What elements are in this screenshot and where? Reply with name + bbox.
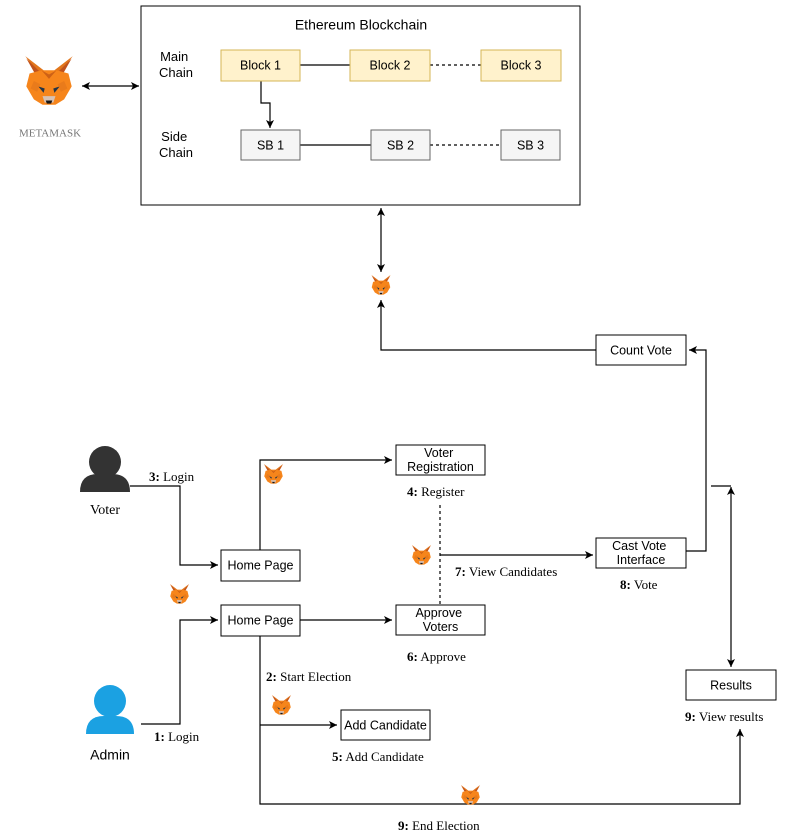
svg-text:Cast Vote Interface: Cast Vote Interface [612, 539, 670, 567]
admin-to-homepage-arrow [141, 616, 218, 725]
svg-text:Approve Voters: Approve Voters [415, 606, 465, 634]
svg-text:Block 2: Block 2 [370, 58, 411, 72]
svg-text:SB 3: SB 3 [517, 138, 544, 152]
svg-text:Voter Registration: Voter Registration [407, 446, 474, 474]
step-1-login: 1: Login [154, 729, 200, 744]
block-3: Block 3 [480, 49, 562, 82]
sidechain-block-1: SB 1 [240, 129, 301, 161]
step-9-view-results: 9: View results [685, 709, 763, 724]
step-2-start-election: 2: Start Election [266, 669, 352, 684]
step-9-end-election: 9: End Election [398, 818, 480, 833]
metamask-fox-icon [25, 56, 73, 105]
metamask-fox-icon [271, 694, 292, 715]
metamask-fox-icon [411, 544, 432, 565]
svg-text:Home Page: Home Page [227, 558, 293, 572]
sidechain-block-2: SB 2 [370, 129, 431, 161]
step-4-register: 4: Register [407, 484, 465, 499]
metamask-fox-icon [371, 274, 391, 295]
block-2: Block 2 [349, 49, 431, 82]
step-3-login: 3: Login [149, 469, 195, 484]
blockchain-frame [140, 5, 581, 206]
admin-label: Admin [90, 747, 130, 763]
home-page-admin-box[interactable]: Home Page [220, 604, 301, 637]
block-1: Block 1 [220, 49, 301, 82]
svg-text:Results: Results [710, 678, 752, 692]
svg-text:Block 1: Block 1 [240, 58, 281, 72]
svg-text:Add Candidate: Add Candidate [344, 718, 427, 732]
voter-to-homepage-arrow [130, 485, 218, 569]
svg-text:Count Vote: Count Vote [610, 343, 672, 357]
blockchain-title: Ethereum Blockchain [295, 17, 427, 33]
count-vote-box[interactable]: Count Vote [595, 334, 687, 366]
countvote-to-fox-arrow [377, 300, 596, 351]
homepage-vertical-line [259, 636, 744, 805]
metamask-fox-icon [263, 463, 284, 484]
step-8-vote: 8: Vote [620, 577, 658, 592]
home-page-voter-box[interactable]: Home Page [220, 549, 301, 582]
results-box[interactable]: Results [685, 669, 777, 701]
svg-text:SB 1: SB 1 [257, 138, 284, 152]
metamask-label: METAMASK [19, 128, 81, 140]
add-candidate-box[interactable]: Add Candidate [340, 709, 431, 741]
cast-vote-interface-box[interactable]: Cast Vote Interface [595, 537, 687, 569]
block1-sb1-arrow [260, 81, 274, 128]
sidechain-block-3: SB 3 [500, 129, 561, 161]
voter-registration-box[interactable]: Voter Registration [395, 444, 486, 476]
main-chain-label: Main Chain [159, 49, 193, 80]
homepage-to-registration-arrow [259, 456, 392, 550]
voter-person-icon [80, 446, 130, 492]
svg-text:Home Page: Home Page [227, 613, 293, 627]
metamask-fox-icon [169, 583, 190, 604]
metamask-fox-icon [460, 784, 481, 805]
voter-label: Voter [90, 503, 120, 518]
svg-text:Block 3: Block 3 [501, 58, 542, 72]
approve-voters-box[interactable]: Approve Voters [395, 604, 486, 636]
step-7-view-candidates: 7: View Candidates [455, 564, 557, 579]
svg-text:SB 2: SB 2 [387, 138, 414, 152]
step-5-add-candidate: 5: Add Candidate [332, 749, 424, 764]
side-chain-label: Side Chain [159, 129, 193, 160]
step-6-approve: 6: Approve [407, 649, 466, 664]
admin-person-icon [86, 685, 134, 734]
castvote-to-countvote-arrow [686, 346, 707, 552]
